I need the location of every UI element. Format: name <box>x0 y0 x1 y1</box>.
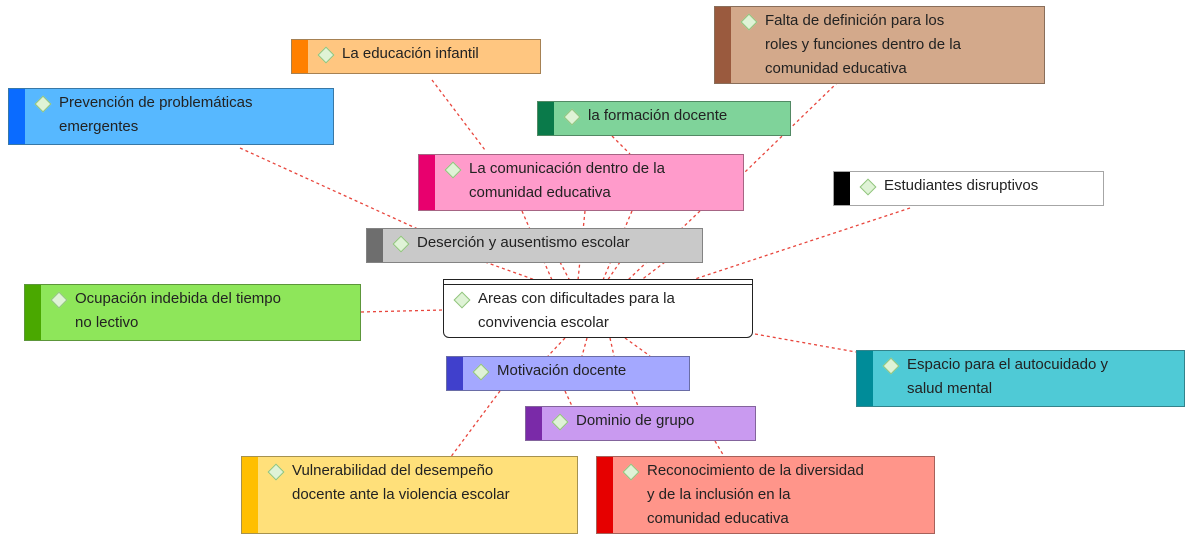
topic-color-bar <box>9 89 25 144</box>
topic-label: Estudiantes disruptivos <box>884 177 1039 194</box>
topic-color-bar <box>292 40 308 73</box>
topic-prevencion[interactable]: Prevención de problemáticas emergentes <box>8 88 334 145</box>
connector-line <box>611 135 631 155</box>
diamond-icon <box>472 363 490 381</box>
topic-color-bar <box>526 407 542 440</box>
topic-reconocimiento[interactable]: Reconocimiento de la diversidad y de la … <box>596 456 935 534</box>
topic-vulnerabilidad[interactable]: Vulnerabilidad del desempeño docente ant… <box>241 456 578 534</box>
connector-line <box>547 337 566 357</box>
topic-comunicacion[interactable]: La comunicación dentro de la comunidad e… <box>418 154 744 211</box>
topic-label: la formación docente <box>588 107 728 124</box>
topic-color-bar <box>834 172 850 205</box>
topic-color-bar <box>25 285 41 340</box>
topic-color-bar <box>597 457 613 533</box>
diamond-icon <box>740 13 758 31</box>
topic-label: Motivación docente <box>497 362 627 379</box>
connector-line <box>609 337 615 357</box>
connector-line <box>564 390 573 407</box>
topic-educacion-infantil[interactable]: La educación infantil <box>291 39 541 74</box>
connector-line <box>431 79 486 151</box>
central-topic[interactable]: Areas con dificultades para la convivenc… <box>443 284 753 338</box>
diamond-icon <box>882 357 900 375</box>
diamond-icon <box>444 161 462 179</box>
topic-espacio-autocuidado[interactable]: Espacio para el autocuidado y salud ment… <box>856 350 1185 407</box>
connector-line <box>754 333 857 353</box>
topic-color-bar <box>715 7 731 83</box>
topic-label: Falta de definición para los roles y fun… <box>765 12 961 77</box>
topic-ocupacion[interactable]: Ocupación indebida del tiempo no lectivo <box>24 284 361 341</box>
connector-line <box>360 309 444 313</box>
connector-line <box>691 207 911 281</box>
connector-line <box>631 390 639 407</box>
diamond-icon <box>622 463 640 481</box>
topic-label: Deserción y ausentismo escolar <box>417 234 630 251</box>
topic-formacion-docente[interactable]: la formación docente <box>537 101 791 136</box>
connector-line <box>639 261 666 282</box>
topic-label: La comunicación dentro de la comunidad e… <box>469 160 665 201</box>
diamond-icon <box>859 178 877 196</box>
diamond-icon <box>34 95 52 113</box>
topic-label: Reconocimiento de la diversidad y de la … <box>647 462 864 527</box>
diamond-icon <box>267 463 285 481</box>
topic-color-bar <box>242 457 258 533</box>
central-topic-label: Areas con dificultades para la convivenc… <box>478 290 675 331</box>
diamond-icon <box>317 46 335 64</box>
topic-color-bar <box>367 229 383 262</box>
connector-line <box>449 390 501 459</box>
topic-label: La educación infantil <box>342 45 479 62</box>
topic-label: Prevención de problemáticas emergentes <box>59 94 253 135</box>
topic-desercion[interactable]: Deserción y ausentismo escolar <box>366 228 703 263</box>
connector-line <box>624 337 651 357</box>
connector-line <box>606 261 621 282</box>
topic-label: Espacio para el autocuidado y salud ment… <box>907 356 1108 397</box>
topic-estudiantes-disruptivos[interactable]: Estudiantes disruptivos <box>833 171 1104 206</box>
topic-motivacion-docente[interactable]: Motivación docente <box>446 356 690 391</box>
topic-label: Dominio de grupo <box>576 412 695 429</box>
topic-color-bar <box>447 357 463 390</box>
topic-label: Vulnerabilidad del desempeño docente ant… <box>292 462 510 503</box>
diamond-icon <box>50 291 68 309</box>
central-topic-frame <box>443 279 753 285</box>
topic-color-bar <box>538 102 554 135</box>
diamond-icon <box>392 235 410 253</box>
connector-line <box>239 147 421 231</box>
diamond-icon <box>551 413 569 431</box>
connector-line <box>581 337 588 357</box>
topic-label: Ocupación indebida del tiempo no lectivo <box>75 290 281 331</box>
topic-dominio-grupo[interactable]: Dominio de grupo <box>525 406 756 441</box>
diamond-icon <box>563 108 581 126</box>
diamond-icon <box>453 291 471 309</box>
topic-color-bar <box>419 155 435 210</box>
topic-color-bar <box>857 351 873 406</box>
topic-falta-definicion[interactable]: Falta de definición para los roles y fun… <box>714 6 1045 84</box>
